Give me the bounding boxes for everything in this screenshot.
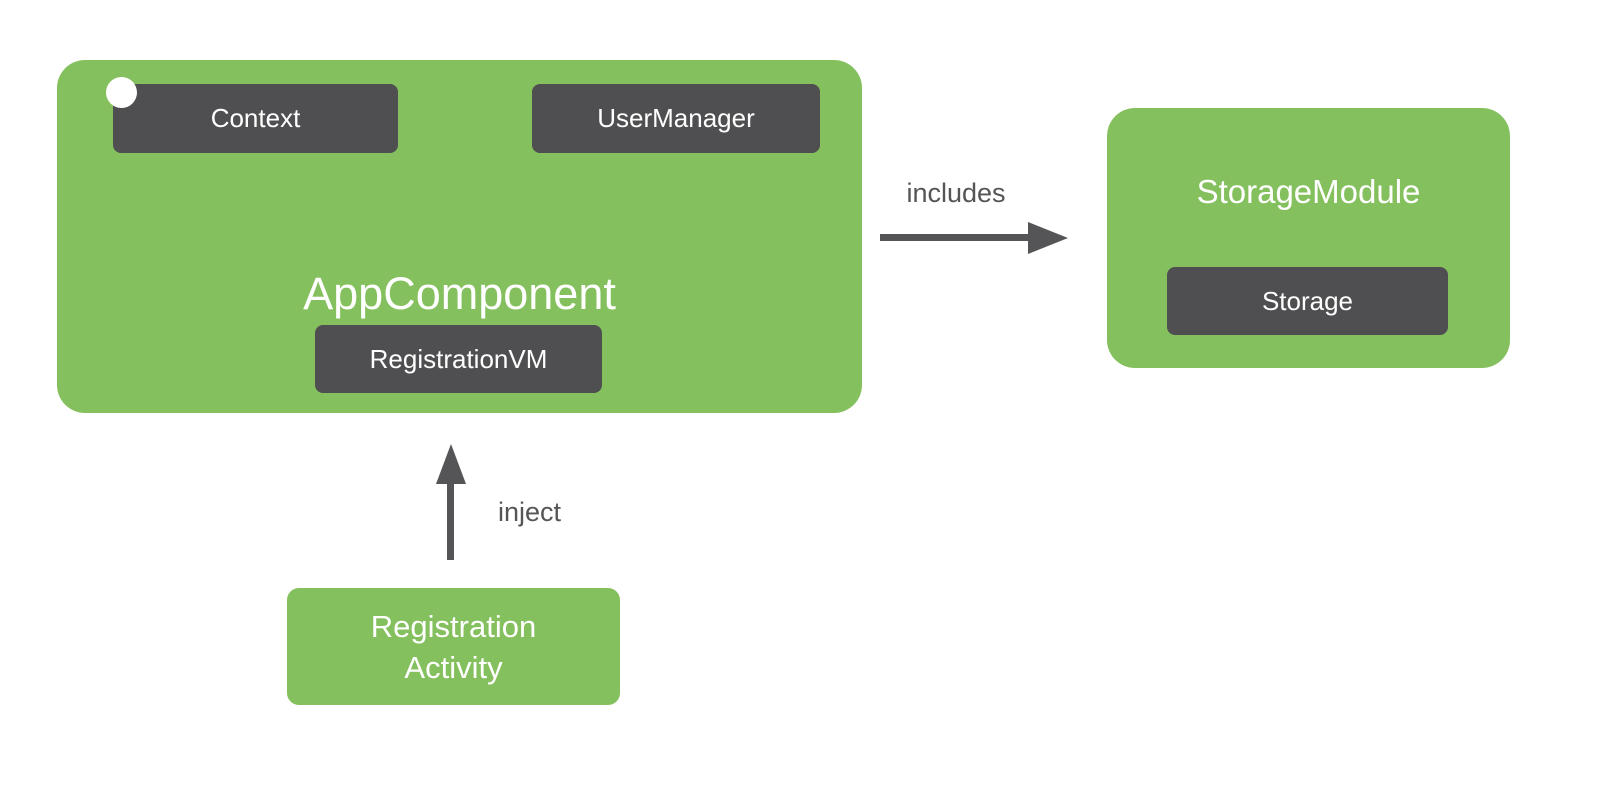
dependency-label-registrationvm: RegistrationVM (369, 343, 548, 374)
includes-arrow-line (880, 234, 1030, 241)
node-title-appcomponent: AppComponent (303, 268, 616, 319)
dependency-box-registrationvm: RegistrationVM (315, 325, 602, 393)
dependency-label-context: Context (210, 103, 301, 133)
inject-arrow-line (447, 482, 454, 560)
dependency-label-usermanager: UserManager (597, 103, 755, 133)
inject-arrowhead-icon (436, 444, 466, 484)
dependency-box-usermanager: UserManager (532, 84, 820, 153)
edge-label-inject: inject (498, 497, 562, 527)
dependency-label-storage: Storage (1261, 285, 1354, 316)
node-title-registration-line2: Activity (404, 649, 503, 685)
white-dot-icon (106, 77, 137, 108)
dependency-box-storage: Storage (1167, 267, 1448, 335)
node-registration-activity: Registration Activity (287, 588, 620, 705)
node-title-storagemodule: StorageModule (1196, 173, 1421, 210)
dependency-box-context: Context (113, 84, 398, 153)
node-storagemodule: StorageModule Storage (1107, 108, 1510, 368)
edge-label-includes: includes (906, 178, 1006, 208)
node-appcomponent: Context UserManager AppComponent Registr… (57, 60, 862, 413)
includes-arrowhead-icon (1028, 222, 1068, 254)
node-title-registration-line1: Registration (370, 608, 537, 644)
